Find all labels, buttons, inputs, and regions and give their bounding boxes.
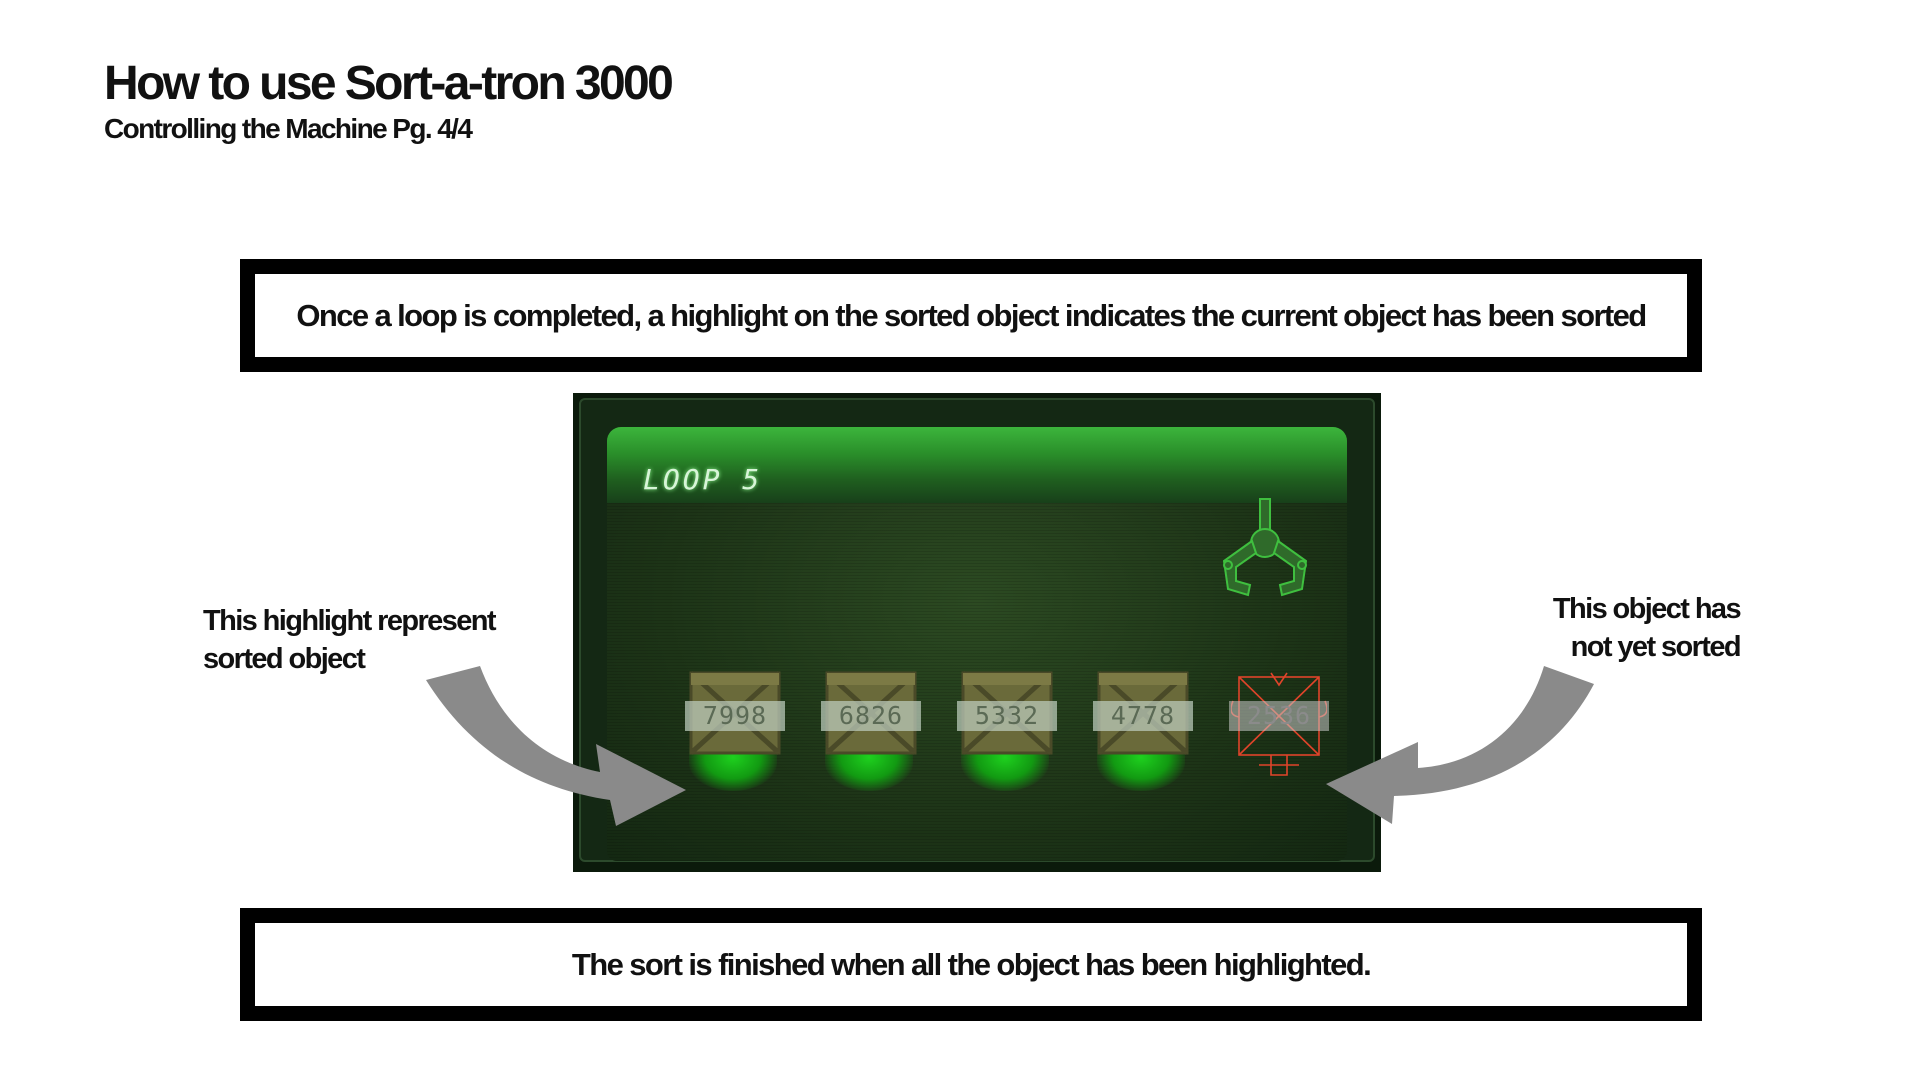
curved-arrow-icon [426,666,686,826]
crate-value: 4778 [1093,701,1193,731]
left-callout-line1: This highlight represent [203,605,497,637]
note-top-text: Once a loop is completed, a highlight on… [296,297,1647,333]
crate-value: 2536 [1229,701,1329,731]
left-callout-line2: sorted object [203,643,366,675]
right-callout-line2: not yet sorted [1570,631,1742,663]
crate-value: 6826 [821,701,921,731]
page-title: How to use Sort-a-tron 3000 [104,57,674,110]
crate-value: 5332 [957,701,1057,731]
note-bottom-text: The sort is finished when all the object… [571,946,1372,982]
right-callout-line1: This object has [1552,593,1742,625]
loop-bar: LOOP 5 [607,427,1347,503]
note-box-bottom: The sort is finished when all the object… [240,908,1702,1021]
loop-label: LOOP 5 [643,463,763,496]
right-callout: This object has not yet sorted [1440,590,1742,666]
machine-screenshot: LOOP 5 7998 [573,393,1381,872]
claw-icon [1222,498,1308,597]
screen-panel: LOOP 5 7998 [607,427,1347,861]
curved-arrow-icon [1326,666,1594,824]
left-callout: This highlight represent sorted object [203,602,523,678]
note-box-top: Once a loop is completed, a highlight on… [240,259,1702,372]
crate-value: 7998 [685,701,785,731]
page-subtitle: Controlling the Machine Pg. 4/4 [104,113,473,144]
